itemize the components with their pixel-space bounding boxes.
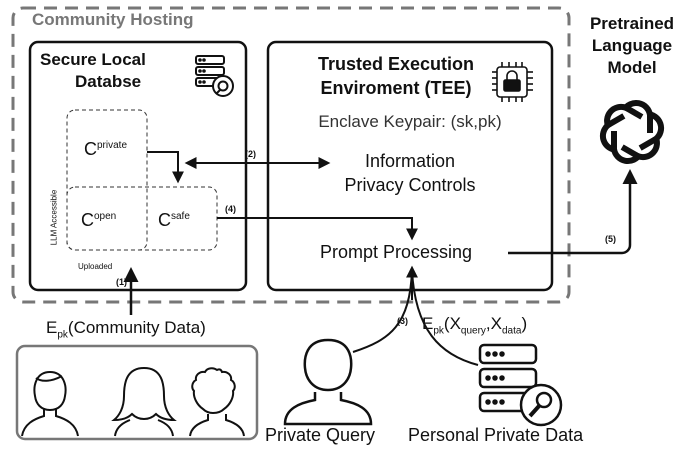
tee-title-line2: Enviroment (TEE): [320, 78, 472, 98]
arrow-step-5: [508, 169, 638, 255]
privacy-controls-line1: Information: [364, 151, 456, 171]
community-person-icon: [111, 366, 177, 437]
uploaded-label: Uploaded: [78, 262, 113, 271]
c-open-label: Copen: [81, 210, 117, 230]
community-person-icon: [189, 367, 245, 437]
arrow-step-3-left: [352, 269, 413, 353]
arrow-step-3-right: [411, 269, 479, 366]
step-4-label: (4): [225, 204, 236, 214]
llm-title-line3: Model: [607, 58, 657, 77]
private-region: [66, 109, 148, 251]
person-icon: [283, 338, 373, 426]
personal-private-data-label: Personal Private Data: [408, 425, 584, 445]
chip-lock-icon: [492, 62, 533, 102]
step-1-label: (1): [116, 277, 127, 287]
server-search-icon: [195, 55, 234, 97]
arrow-step-4: [217, 217, 418, 241]
tee-title-line1: Trusted Execution: [317, 54, 475, 74]
community-data-label: Epk(Community Data): [46, 318, 206, 341]
community-hosting-title: Community Hosting: [32, 10, 194, 29]
prompt-processing: Prompt Processing: [320, 242, 473, 262]
private-query-label: Private Query: [265, 425, 376, 445]
openai-logo-icon: [599, 99, 665, 165]
arrow-private-to-safe: [147, 151, 184, 184]
step-2-label: (2): [245, 149, 256, 159]
community-people-box: [15, 344, 259, 441]
query-data-label: Epk(Xquery,Xdata): [422, 314, 528, 337]
privacy-controls-line2: Privacy Controls: [344, 175, 476, 195]
llm-title-line2: Language: [591, 36, 673, 55]
step-5-label: (5): [605, 234, 616, 244]
database-title-line1: Secure Local: [40, 50, 146, 69]
step-3-label: (3): [397, 316, 408, 326]
enclave-keypair: Enclave Keypair: (sk,pk): [318, 112, 502, 131]
c-private-label: Cprivate: [84, 139, 128, 159]
c-safe-label: Csafe: [158, 210, 190, 230]
database-title-line2: Databse: [75, 72, 142, 91]
llm-accessible-label: LLM Accessible: [49, 189, 59, 246]
community-person-icon: [21, 370, 79, 437]
llm-title-line1: Pretrained: [589, 14, 675, 33]
server-search-icon: [478, 343, 563, 427]
